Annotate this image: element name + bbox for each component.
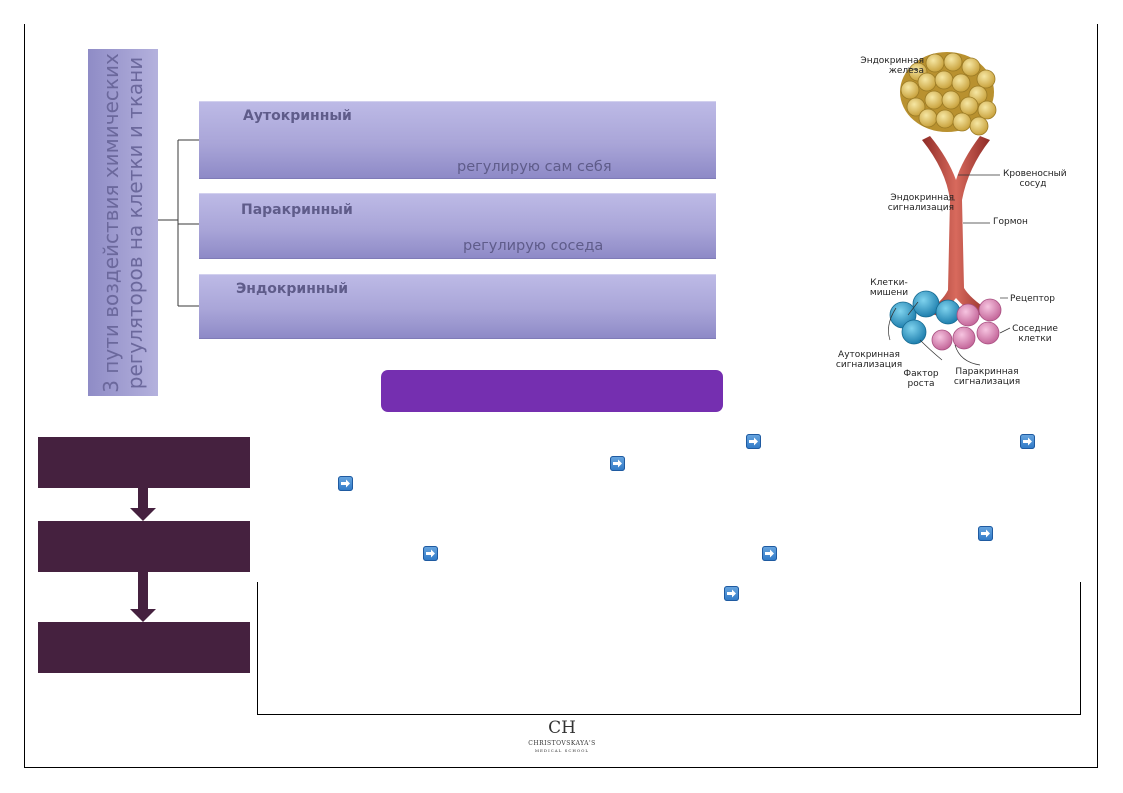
arrow-right-icon [423,546,438,561]
step-box-1 [38,437,250,488]
step-box-2 [38,521,250,572]
arrow-right-icon [1020,434,1035,449]
arrow-right-icon [762,546,777,561]
pathway-title: Паракринный [241,202,353,218]
label-vessel: Кровеносный сосуд [1003,169,1067,189]
pathway-autocrine: Аутокринный регулирую сам себя [199,101,716,178]
blood-vessel [922,136,990,316]
frame-left [24,24,25,768]
arrow-right-icon [610,456,625,471]
content-frame-left [257,582,258,715]
logo-mark: CH [548,718,576,738]
pathway-title: Аутокринный [243,108,352,124]
label-autocrine-signal: Аутокринная сигнализация [835,350,903,370]
logo-school: MEDICAL SCHOOL [534,748,590,753]
side-title: 3 пути воздействия химических регуляторо… [99,52,147,393]
pathway-paracrine: Паракринный регулирую соседа [199,193,716,258]
pathway-subtitle: регулирую сам себя [457,159,612,175]
content-frame-right [1080,582,1081,715]
label-receptor: Рецептор [1010,294,1055,304]
school-logo: CH CHRISTOVSKAYA'S MEDICAL SCHOOL [518,718,606,753]
arrow-right-icon [338,476,353,491]
step-box-3 [38,622,250,673]
pathway-title: Эндокринный [236,281,349,297]
content-frame-bottom [257,714,1081,715]
pathway-subtitle: регулирую соседа [463,238,604,254]
signaling-illustration [888,52,1011,366]
logo-name: CHRISTOVSKAYA'S [528,740,596,747]
label-endocrine-signal: Эндокринная сигнализация [887,193,954,213]
label-neighbor-cells: Соседние клетки [1012,324,1058,344]
label-paracrine-signal: Паракринная сигнализация [953,367,1021,387]
bracket-connector [158,139,199,307]
down-arrow-icon [130,488,156,521]
pathway-endocrine: Эндокринный [199,274,716,338]
label-growth-factor: Фактор роста [903,369,939,389]
arrow-right-icon [746,434,761,449]
gland-cluster [900,52,997,136]
label-gland: Эндокринная железа [860,56,924,76]
frame-right [1097,24,1098,768]
arrow-right-icon [724,586,739,601]
side-title-panel: 3 пути воздействия химических регуляторо… [88,49,158,396]
frame-bottom [24,767,1098,768]
down-arrow-icon [130,572,156,622]
label-target-cells: Клетки- мишени [869,278,909,298]
label-hormone: Гормон [993,217,1028,227]
highlight-bar [381,370,723,412]
arrow-right-icon [978,526,993,541]
